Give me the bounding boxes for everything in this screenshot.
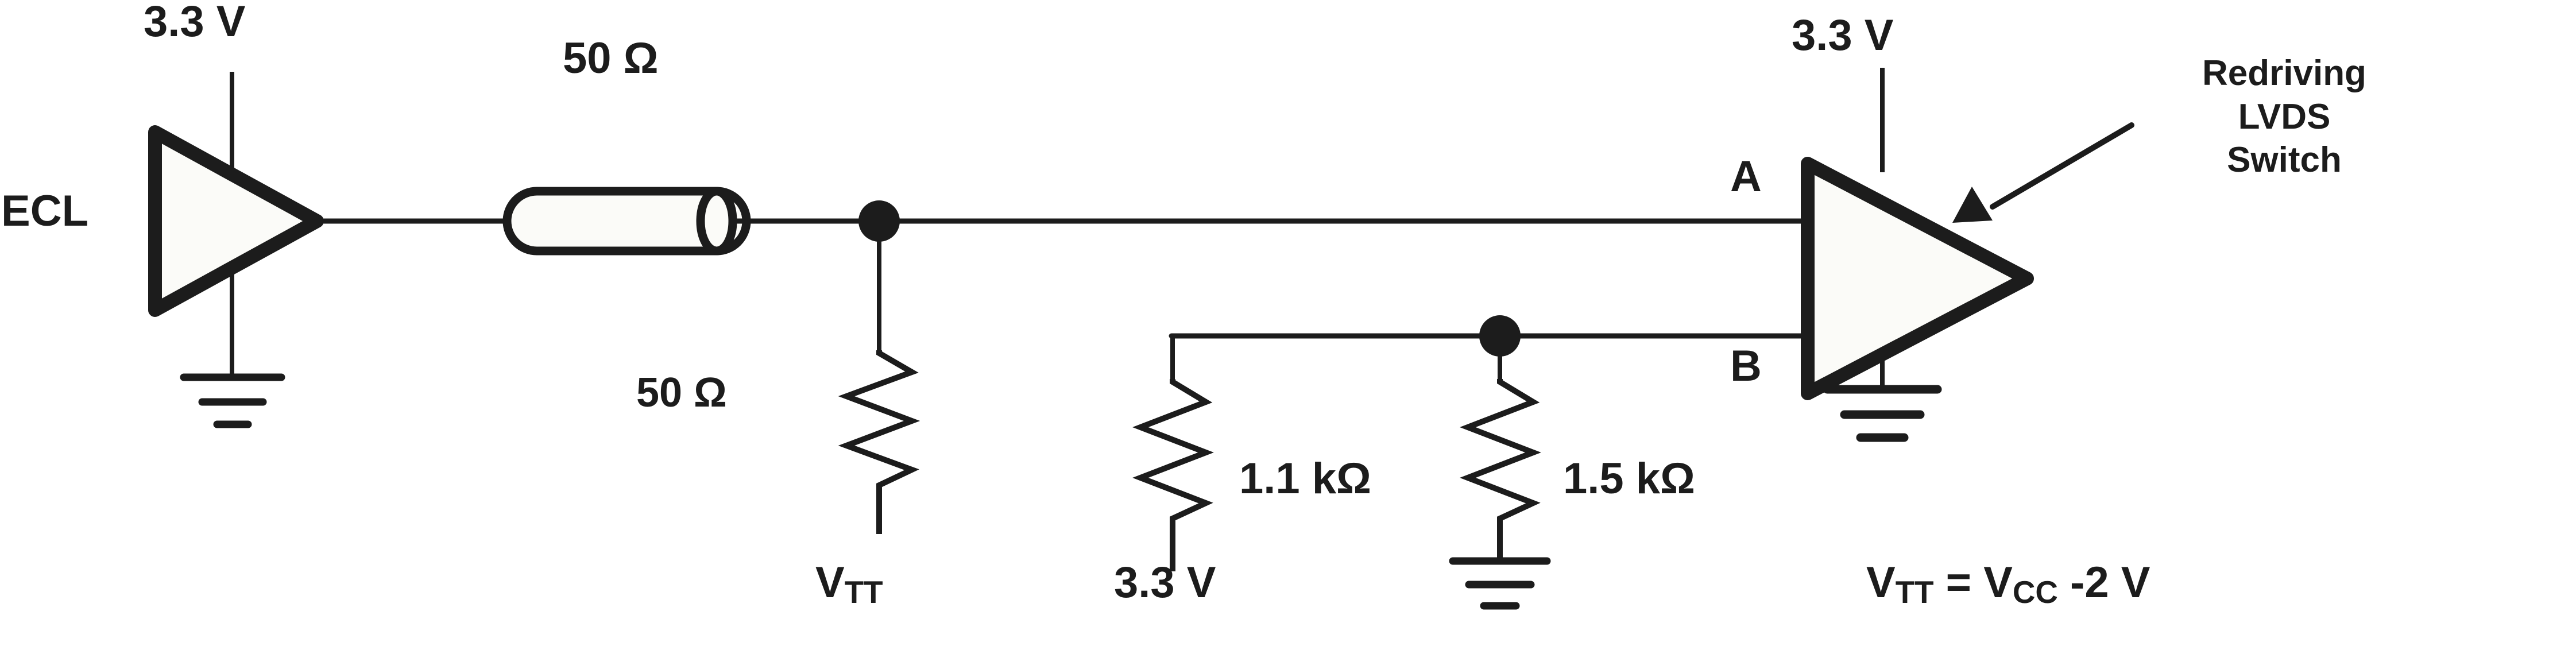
annotation-line-2: LVDS [2238, 96, 2331, 137]
equation-v2-subscript: CC [2012, 574, 2058, 610]
vtt-rail-subscript: TT [844, 574, 883, 610]
vtt-equation: VTT = VCC -2 V [1866, 561, 2150, 608]
junction-dot-icon-termination [858, 200, 900, 242]
lvds-switch-annotation: Redriving LVDS Switch [2202, 52, 2366, 182]
junction-dot-icon-divider [1479, 315, 1521, 357]
pulldown-resistor-label: 1.5 kΩ [1563, 454, 1695, 503]
equation-v2: V [1983, 558, 2013, 607]
arrow-pointer-icon [1952, 122, 2134, 223]
resistor-1k1-symbol [1132, 379, 1214, 571]
resistor-1k5-symbol [1460, 379, 1541, 560]
coax-impedance-label: 50 Ω [563, 34, 659, 83]
equation-v1-subscript: TT [1895, 574, 1934, 610]
vtt-rail-letter: V [815, 558, 845, 607]
ground-icon-ecl [180, 373, 285, 428]
equation-tail: -2 V [2057, 558, 2150, 607]
ground-icon-lvds [1823, 385, 1942, 442]
annotation-line-1: Redriving [2202, 53, 2366, 93]
equation-equals: = [1933, 558, 1984, 607]
resistor-50ohm-symbol [838, 350, 920, 534]
vcc-left-label: 3.3 V [144, 0, 246, 46]
input-b-label: B [1730, 342, 1762, 390]
lvds-switch-symbol [1801, 157, 2034, 400]
ground-icon-pulldown [1449, 557, 1551, 610]
input-a-label: A [1730, 152, 1762, 201]
vcc-right-label: 3.3 V [1792, 11, 1894, 60]
pullup-supply-label: 3.3 V [1114, 558, 1216, 607]
termination-resistor-label: 50 Ω [636, 370, 727, 416]
ecl-driver-symbol [148, 125, 324, 317]
pullup-resistor-label: 1.1 kΩ [1239, 454, 1371, 503]
annotation-line-3: Switch [2227, 140, 2342, 180]
vtt-rail-label: VTT [815, 561, 883, 608]
source-label: ECL [1, 187, 88, 235]
coax-cable-symbol [502, 187, 751, 256]
equation-v1: V [1866, 558, 1896, 607]
